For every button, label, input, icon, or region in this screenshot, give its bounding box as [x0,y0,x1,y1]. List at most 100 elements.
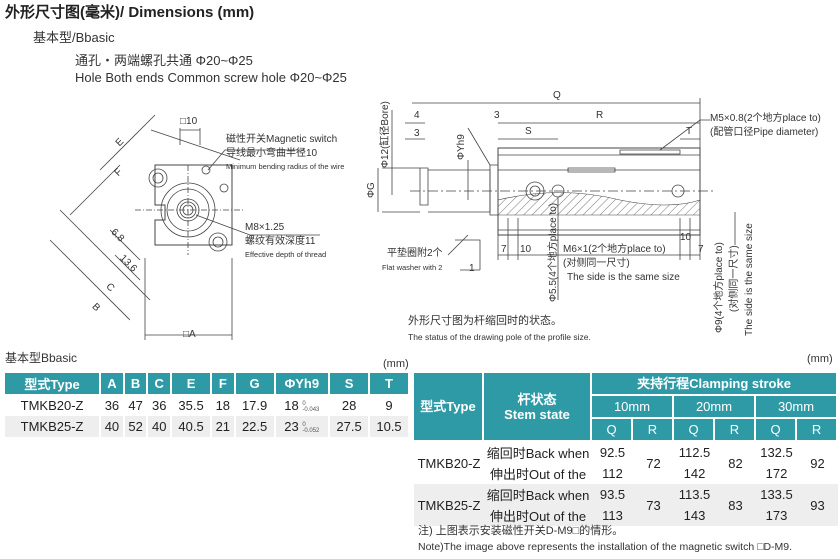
col-30mm: 30mm [756,396,839,419]
cell-q: 143 [674,505,715,526]
subtitle: 基本型/Bbasic [33,30,115,45]
m6-cn: (对侧同一尺寸) [563,258,630,269]
col-T: T [370,373,408,395]
washer-en: Flat washer with 2 [382,263,443,272]
col-R: R [715,419,756,442]
dim-10a: 10 [520,244,532,255]
cell-r: 73 [633,484,674,526]
table-row: TMKB20-Z 缩回时Back when 92.5 72 112.5 82 1… [414,442,838,471]
thread-depth-en: Effective depth of thread [245,250,327,259]
table-row: TMKB25-Z 40 52 40 40.5 21 22.5 23 0-0.05… [5,416,408,437]
cell-r: 72 [646,455,661,471]
caption-en: The status of the drawing pole of the pr… [408,332,591,342]
stem-state-cn: 杆状态 [517,391,557,407]
cell-q: 113 [592,505,633,526]
phi9-cn: (对侧同一尺寸) [729,245,740,312]
table-header-row: 型式Type A B C E F G ΦYh9 S T [5,373,408,395]
dim-3a: 3 [414,128,420,139]
col-R: R [797,419,839,442]
phi9-en: The side is the same size [744,223,755,336]
cell-A: 40 [101,416,123,437]
cell-T: 9 [385,398,393,413]
yh9-value: 23 [284,419,299,434]
cell-q: 133.5 [756,484,797,505]
dim-10b: 10 [680,232,692,243]
dim-7b: 7 [698,244,704,255]
cell-state-back: 缩回时Back when [484,484,592,505]
col-Q: Q [674,419,715,442]
cell-type: TMKB20-Z [417,455,481,471]
tolerance: 0-0.052 [302,422,319,434]
cell-S: 28 [341,398,357,413]
tol-upper: 0 [302,421,306,428]
thread-label: M8×1.25 [245,222,285,233]
cell-q: 113.5 [674,484,715,505]
dim-T: T [686,126,693,137]
cell-q: 172 [765,466,788,481]
dim-1: 1 [469,263,475,274]
cell-G: 17.9 [241,398,268,413]
col-type: 型式Type [414,373,484,442]
dim-S: S [525,126,532,137]
cell-q: 112 [602,466,623,481]
cell-S: 27.5 [330,416,369,437]
cell-Yh9: 23 0-0.052 [275,416,329,437]
col-10mm: 10mm [592,396,674,419]
stroke-table-unit: (mm) [807,353,833,365]
cell-q: 92.5 [599,445,626,460]
tol-upper: 0 [302,400,306,407]
cell-type: TMKB20-Z [20,398,84,413]
technical-drawing [49,98,736,340]
col-G: G [235,373,274,395]
m5-pipe-label: (配管口径Pipe diameter) [710,127,819,138]
m6-label: M6×1(2个地方place to) [563,244,666,255]
cell-C: 36 [152,398,167,413]
cell-T: 10.5 [370,416,408,437]
cell-B: 47 [128,398,143,413]
table-row: TMKB25-Z 缩回时Back when 93.5 73 113.5 83 1… [414,484,839,526]
cell-F: 18 [215,398,231,413]
col-E: E [172,373,210,395]
g-label: ΦG [366,182,377,198]
col-F: F [211,373,234,395]
col-R: R [633,419,674,442]
cell-type: TMKB25-Z [414,484,484,526]
basic-dimensions-table: 型式Type A B C E F G ΦYh9 S T TMKB20-Z 36 … [3,373,410,437]
basic-table-unit: (mm) [383,358,409,370]
cell-state-out: 伸出时Out of the [489,467,587,482]
cell-E: 35.5 [178,398,204,413]
col-Q: Q [756,419,797,442]
cell-A: 36 [104,398,120,413]
phi55-label: Φ5.5(4个地方place to) [548,202,559,302]
tol-lower: -0.052 [302,427,320,434]
col-B: B [124,373,147,395]
col-type: 型式Type [5,373,100,395]
cell-q: 112.5 [678,445,711,460]
hole-note-cn: 通孔・两端螺孔共通 Φ20~Φ25 [75,53,253,68]
dim-4: 4 [414,110,420,121]
yh9-label: ΦYh9 [456,134,467,160]
dim-sq10: □10 [180,116,198,127]
cell-F: 21 [211,416,234,437]
front-view-drawing [49,114,320,340]
col-S: S [330,373,369,395]
col-20mm: 20mm [674,396,756,419]
cell-state-out: 伸出时Out of the [484,505,592,526]
table-row: 伸出时Out of the 113 143 173 [414,505,838,526]
basic-table-title: 基本型Bbasic [5,351,78,365]
dim-3b: 3 [494,110,500,121]
dim-Q: Q [553,90,561,101]
bore-label: Φ12(缸径Bore) [380,101,391,168]
cell-r: 82 [728,455,743,471]
m6-en: The side is the same size [567,272,680,283]
table-row: 伸出时Out of the 112 142 172 [414,463,838,484]
dim-sqA: □A [183,329,196,340]
cell-Yh9: 18 0-0.043 [276,395,329,416]
col-Q: Q [592,419,633,442]
cell-r: 93 [797,484,839,526]
note-en: Note)The image above represents the inst… [418,541,793,553]
cell-q: 93.5 [592,484,633,505]
m5-label: M5×0.8(2个地方place to) [710,113,821,124]
cell-type: TMKB25-Z [5,416,100,437]
